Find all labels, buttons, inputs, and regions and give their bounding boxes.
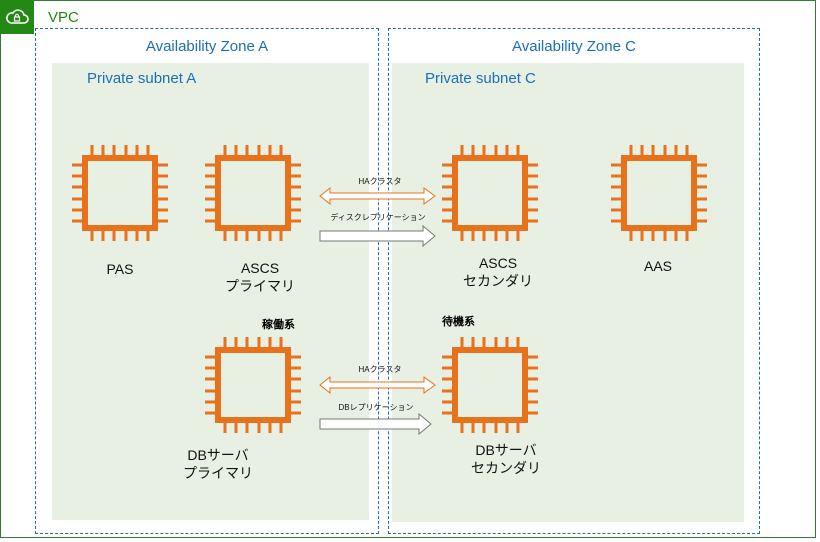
- db-ha-cluster-label: HAクラスタ: [358, 365, 402, 374]
- ascs-ha-cluster-label: HAクラスタ: [358, 177, 402, 186]
- db-secondary-label: DBサーバ セカンダリ: [456, 441, 556, 477]
- db-secondary-label-line1: DBサーバ: [475, 442, 537, 458]
- vpc-label: VPC: [48, 9, 79, 26]
- ascs-secondary-label: ASCS セカンダリ: [448, 254, 548, 290]
- aas-label: AAS: [618, 257, 698, 275]
- az-a-label: Availability Zone A: [145, 38, 269, 55]
- pas-instance-icon: [72, 145, 168, 241]
- db-secondary-label-line2: セカンダリ: [471, 460, 541, 476]
- ascs-ha-cluster-arrow: [319, 186, 436, 206]
- ascs-primary-label: ASCS プライマリ: [210, 259, 310, 295]
- db-primary-label-line1: DBサーバ: [187, 447, 249, 463]
- private-subnet-c: [392, 63, 744, 522]
- subnet-c-label: Private subnet C: [425, 70, 536, 87]
- availability-zone-a: [35, 28, 379, 534]
- db-primary-instance-icon: [205, 337, 301, 433]
- subnet-a-label: Private subnet A: [87, 70, 197, 87]
- pas-label-line1: PAS: [106, 261, 134, 277]
- ascs-primary-instance-icon: [205, 145, 301, 241]
- ascs-primary-label-line1: ASCS: [240, 260, 280, 276]
- ascs-secondary-instance-icon: [442, 145, 538, 241]
- ascs-secondary-label-line1: ASCS: [478, 255, 518, 271]
- standby-tag: 待機系: [442, 316, 475, 328]
- db-primary-label-line2: プライマリ: [183, 465, 253, 481]
- az-c-label: Availability Zone C: [512, 38, 636, 55]
- aas-instance-icon: [611, 145, 707, 241]
- availability-zone-c: [388, 28, 760, 534]
- active-tag: 稼働系: [262, 319, 295, 331]
- db-secondary-instance-icon: [442, 337, 538, 433]
- db-replication-label: DBレプリケーション: [338, 403, 414, 412]
- cloud-lock-icon: [0, 0, 34, 34]
- ascs-disk-replication-arrow: [319, 224, 436, 248]
- ascs-disk-replication-label: ディスクレプリケーション: [330, 213, 426, 222]
- db-ha-cluster-arrow: [319, 375, 436, 395]
- pas-label: PAS: [80, 260, 160, 278]
- ascs-secondary-label-line2: セカンダリ: [463, 273, 533, 289]
- ascs-primary-label-line2: プライマリ: [225, 278, 295, 294]
- private-subnet-a: [52, 63, 369, 520]
- db-primary-label: DBサーバ プライマリ: [168, 446, 268, 482]
- aas-label-line1: AAS: [643, 258, 672, 274]
- db-replication-arrow: [319, 412, 432, 436]
